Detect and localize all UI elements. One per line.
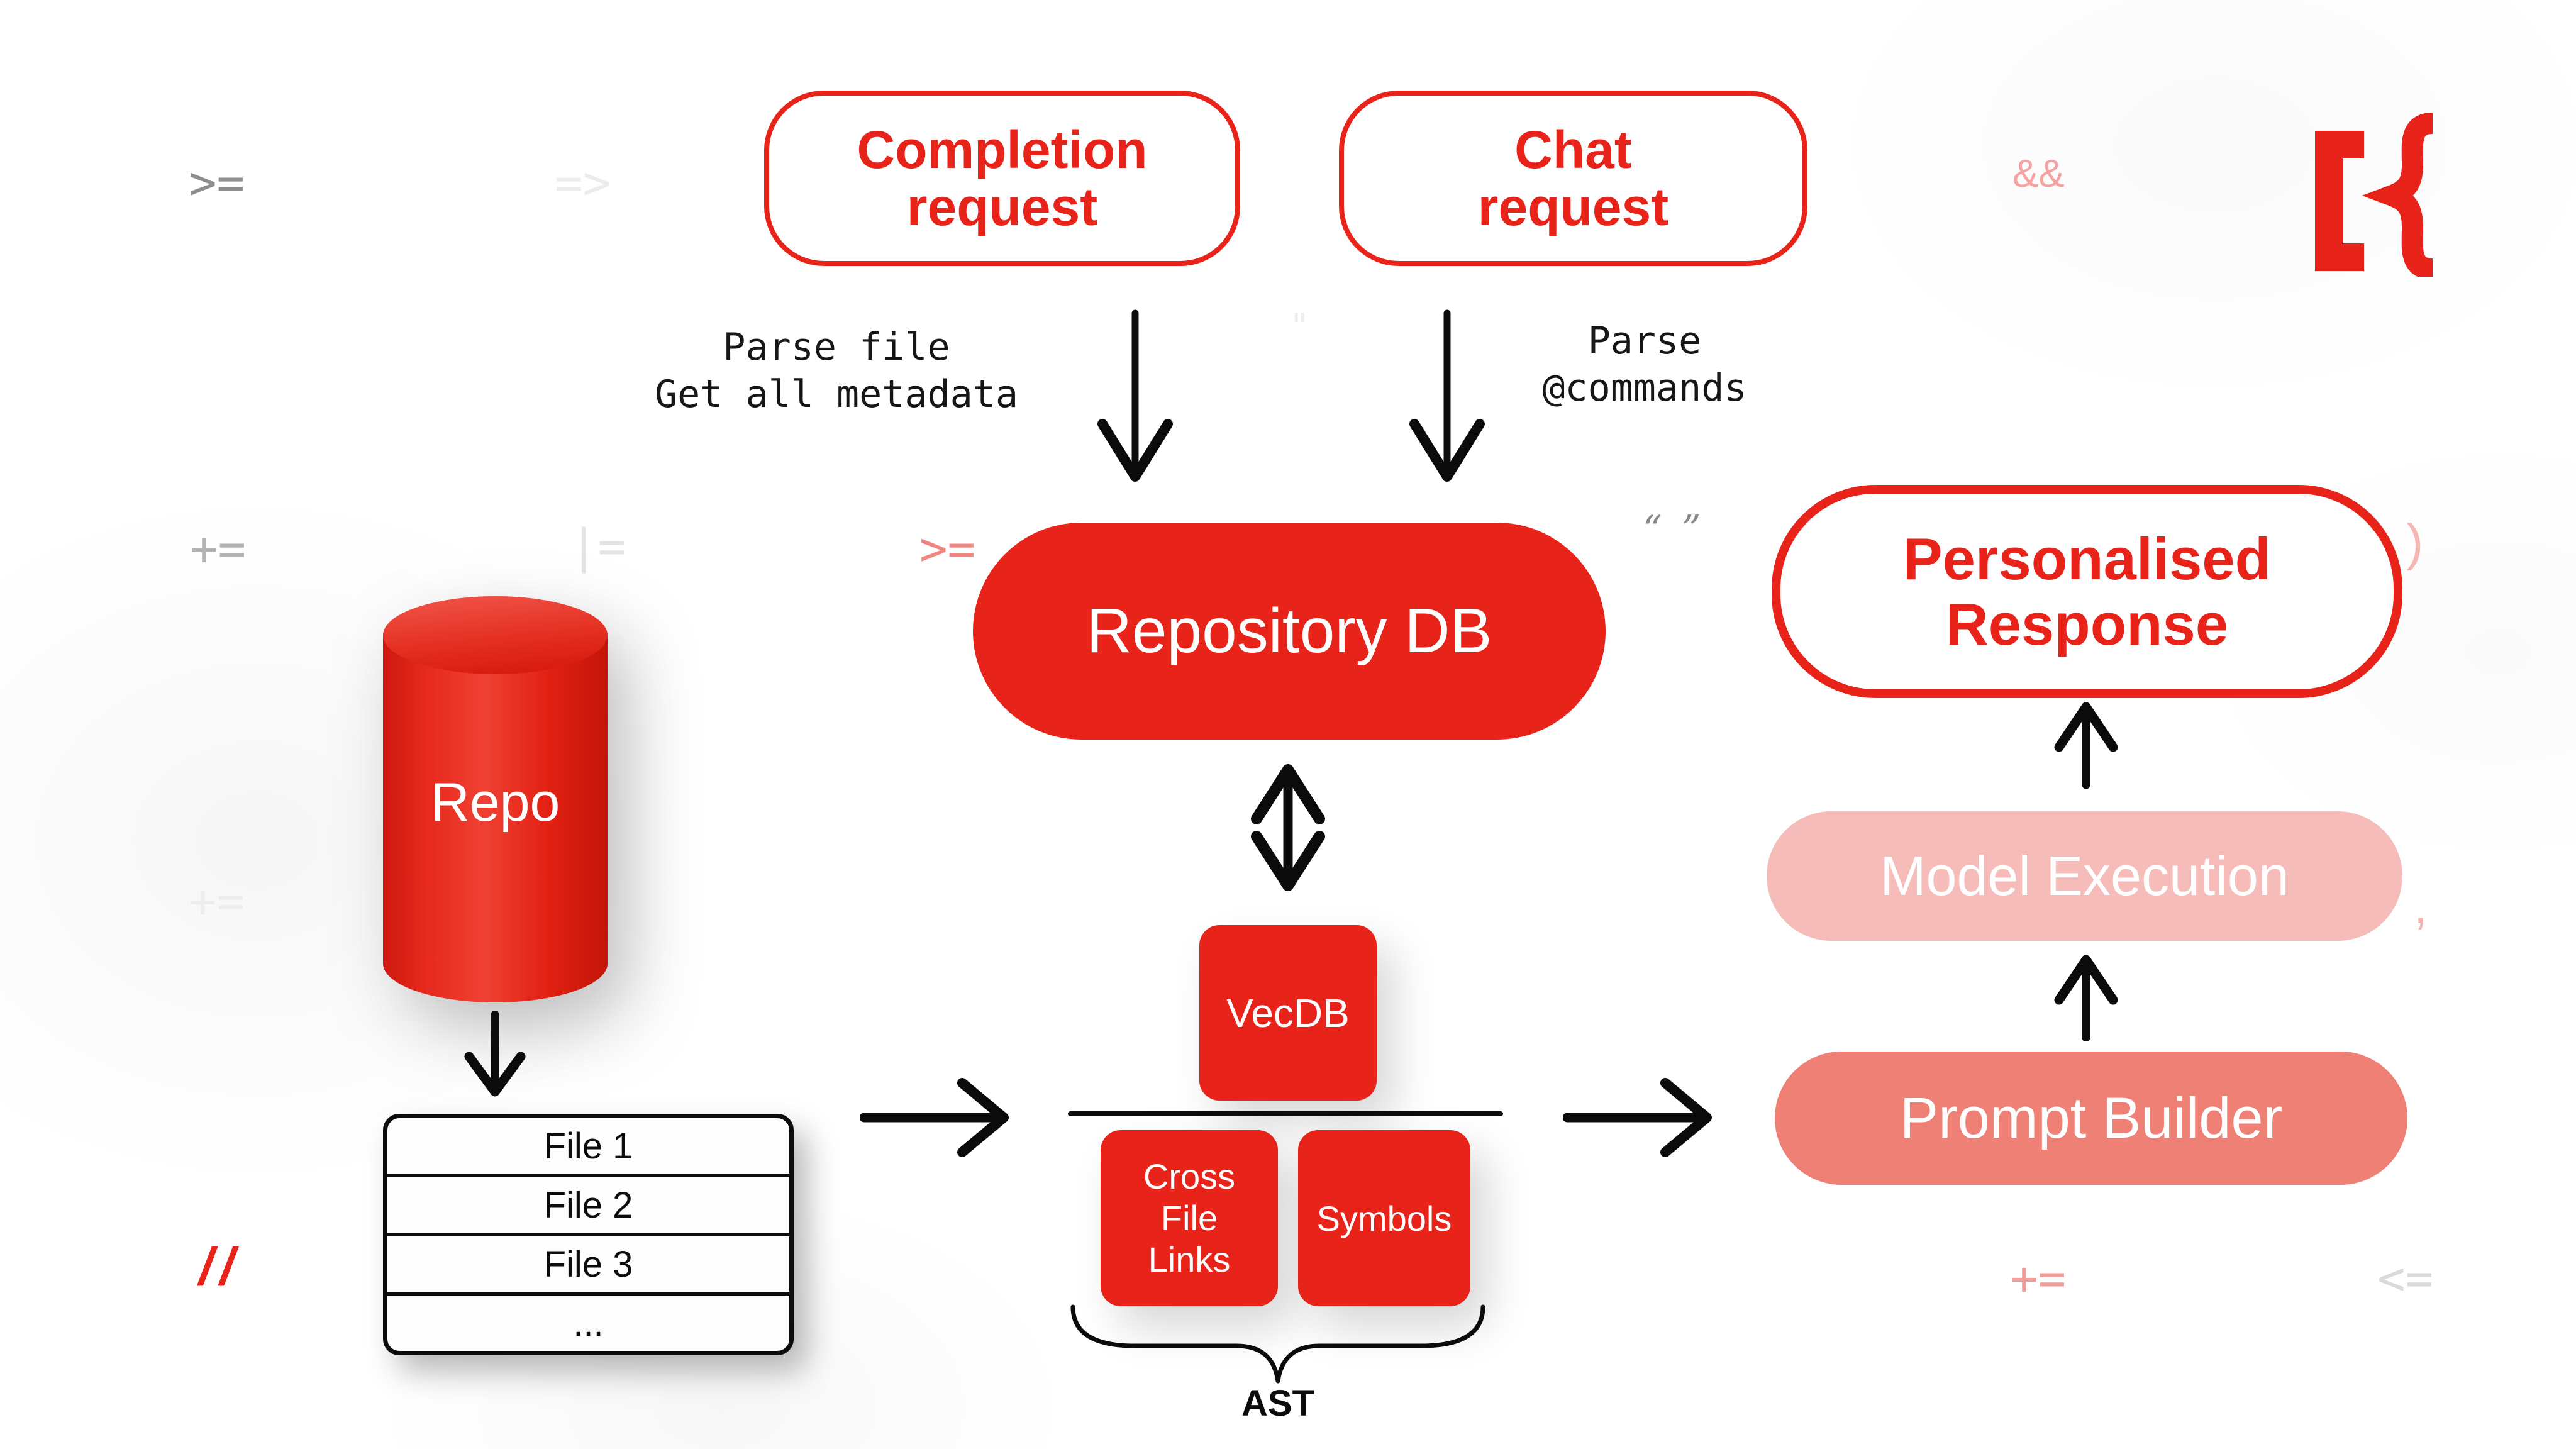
repo-label: Repo	[430, 772, 560, 833]
repo-cylinder-shape	[383, 596, 608, 1002]
arrow-files-to-ast	[860, 1078, 1009, 1157]
personalised-response-label: Personalised Response	[1902, 526, 2272, 657]
logo-bracket-brace-icon	[2315, 113, 2434, 277]
file-row-1: File 1	[543, 1125, 633, 1167]
file-row-2: File 2	[387, 1174, 789, 1233]
background-symbol-comma: ,	[2414, 879, 2428, 934]
background-symbol-slashes: //	[199, 1237, 241, 1296]
ast-label: AST	[1241, 1383, 1314, 1424]
parse-commands-line1: Parse	[1587, 319, 1702, 363]
arrow-model-to-response	[2054, 702, 2118, 789]
background-symbol-pluseq-mid: +=	[189, 874, 245, 928]
parse-file-line1: Parse file	[723, 325, 950, 369]
logo-square-bracket-glyph	[2315, 131, 2364, 271]
background-symbol-quotes: “ ”	[1643, 508, 1705, 552]
arrow-repository-vecdb-bidirectional	[1251, 764, 1325, 891]
parse-commands-line2: @commands	[1542, 366, 1747, 410]
prompt-builder-node: Prompt Builder	[1775, 1052, 2407, 1185]
background-symbol-and: &&	[2012, 152, 2065, 196]
background-symbol-arrow: =>	[555, 156, 611, 210]
model-execution-node: Model Execution	[1767, 811, 2402, 941]
cross-file-links-node: Cross File Links	[1101, 1130, 1278, 1306]
parse-file-line2: Get all metadata	[655, 372, 1018, 416]
file-row-3: File 3	[387, 1233, 789, 1292]
chat-request-label: Chat request	[1477, 119, 1669, 236]
file-row-ellipsis: ...	[387, 1292, 789, 1351]
prompt-builder-label: Prompt Builder	[1899, 1085, 2283, 1150]
background-symbol-pipeeq: |=	[570, 519, 626, 574]
completion-request-label: Completion request	[857, 119, 1148, 236]
symbols-label: Symbols	[1316, 1198, 1452, 1238]
parse-commands-annotation: Parse @commands	[1500, 318, 1789, 412]
ast-divider-line	[1068, 1111, 1503, 1116]
background-symbol-pluseq-right: +=	[2010, 1252, 2067, 1306]
arrow-chat-to-repository	[1409, 309, 1485, 482]
vecdb-node: VecDB	[1199, 925, 1377, 1101]
brand-logo: ”	[2307, 113, 2470, 277]
arrow-repo-to-files	[464, 1011, 526, 1097]
file-list: File 1 File 2 File 3 ...	[383, 1114, 794, 1355]
background-symbol-pluseq-left: +=	[190, 522, 247, 576]
chat-request-node: Chat request	[1339, 91, 1807, 266]
completion-request-node: Completion request	[764, 91, 1240, 266]
arrow-prompt-to-model	[2054, 955, 2118, 1041]
parse-file-annotation: Parse file Get all metadata	[591, 324, 1082, 418]
vecdb-label: VecDB	[1226, 990, 1350, 1036]
cross-file-links-label: Cross File Links	[1143, 1156, 1236, 1280]
background-symbol-lte: <=	[2377, 1252, 2434, 1306]
ast-brace	[1070, 1304, 1485, 1384]
background-symbol-paren: )	[2406, 514, 2424, 571]
background-symbol-quote-faint: "	[1289, 306, 1310, 346]
symbols-node: Symbols	[1298, 1130, 1470, 1306]
background-symbol-gte: >=	[189, 156, 245, 210]
arrow-completion-to-repository	[1097, 309, 1173, 482]
logo-curly-brace-glyph	[2362, 113, 2434, 277]
repo-datastore-node: Repo	[383, 596, 608, 1002]
background-symbol-gte-red: >=	[919, 522, 976, 576]
arrow-ast-to-prompt-builder	[1563, 1078, 1712, 1157]
personalised-response-node: Personalised Response	[1772, 485, 2402, 698]
repository-db-label: Repository DB	[1086, 596, 1492, 666]
model-execution-label: Model Execution	[1880, 845, 2289, 907]
repository-db-node: Repository DB	[973, 523, 1606, 740]
